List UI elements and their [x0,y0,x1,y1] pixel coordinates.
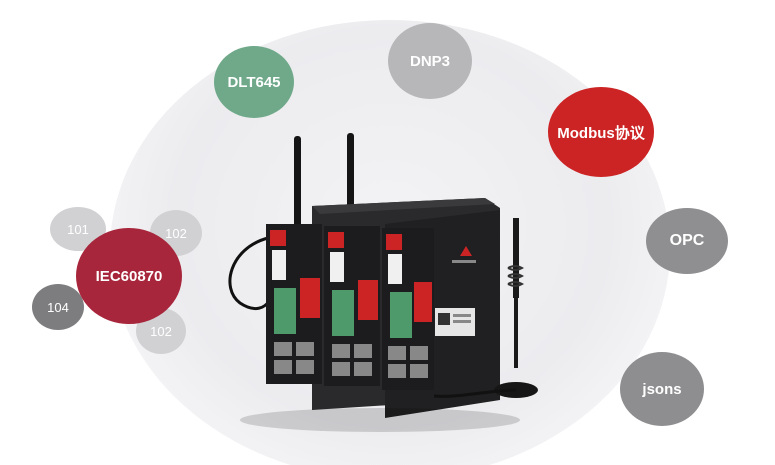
magnetic-antenna-icon [433,218,538,398]
protocol-bubble-dnp3: DNP3 [388,23,472,99]
rj45-port-icon [354,344,372,358]
rj45-port-icon [332,344,350,358]
gateway-device-image [228,133,538,432]
rj45-port-icon [388,364,406,378]
rj45-port-icon [274,360,292,374]
protocol-bubble-modbus: Modbus协议 [548,87,654,177]
protocol-bubble-dlt645: DLT645 [214,46,294,118]
protocol-bubble-opc: OPC [646,208,728,274]
protocol-bubble-iec60870: IEC60870 [76,228,182,324]
rj45-port-icon [410,364,428,378]
rj45-port-icon [410,346,428,360]
gateway-unit-3 [382,228,434,390]
rj45-port-icon [274,342,292,356]
rj45-port-icon [332,362,350,376]
rj45-port-icon [388,346,406,360]
rj45-port-icon [354,362,372,376]
iec-sub-bubble-104: 104 [32,284,84,330]
brand-logo [452,246,476,263]
antenna-cable [228,236,272,311]
gateway-unit-1 [266,224,322,384]
protocol-bubble-jsons: jsons [620,352,704,426]
gateway-unit-2 [324,226,380,386]
rj45-port-icon [296,360,314,374]
device-label-sticker [435,308,475,336]
rj45-port-icon [296,342,314,356]
